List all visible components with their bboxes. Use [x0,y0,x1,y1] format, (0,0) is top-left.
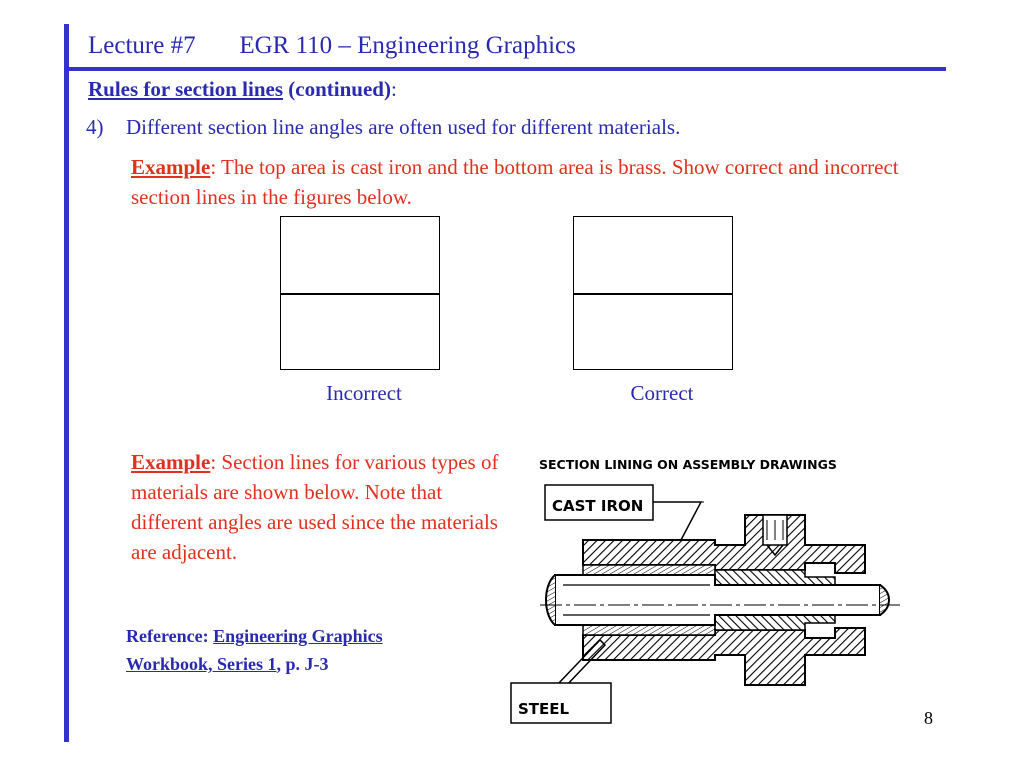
correct-caption: Correct [630,381,694,405]
reference-suffix: , p. J-3 [276,654,329,674]
cast-iron-label-box [544,484,654,521]
drawing-heading: SECTION LINING ON ASSEMBLY DRAWINGS [539,457,837,472]
shaft-break-left [545,574,556,626]
lecture-number: Lecture #7 [88,32,196,59]
example-2-keyword: Example [131,450,211,474]
section-heading-underlined: Rules for section lines [88,77,284,101]
left-accent-bar [64,24,69,742]
section-heading-rest: (continued) [283,77,391,101]
inner-sleeve-top [714,569,836,586]
bushing-top [582,564,716,576]
reference-prefix: Reference: [126,626,214,646]
course-title: EGR 110 – Engineering Graphics [239,32,576,59]
incorrect-caption: Incorrect [326,381,402,405]
shaft-break-right [879,584,890,616]
rule-point: 4) Different section line angles are ofte… [86,115,680,140]
steel-leader [556,638,607,690]
header-divider [64,67,946,71]
assembly-drawing: SECTION LINING ON ASSEMBLY DRAWINGS CAST… [505,445,905,730]
bushing-bottom [582,624,716,636]
incorrect-figure-box [280,216,440,370]
incorrect-figure-divider [281,293,439,295]
cast-iron-housing-bottom [582,627,866,686]
example-2-text: : Section lines for various types of mat… [131,450,499,564]
correct-figure-divider [574,293,732,295]
rule-point-number: 4) [86,115,104,139]
correct-figure-box [573,216,733,370]
assembly-drawing-svg: SECTION LINING ON ASSEMBLY DRAWINGS CAST… [510,457,900,724]
inner-sleeve-bottom [714,614,836,631]
rule-point-text: Different section line angles are often … [126,115,681,139]
page-number: 8 [924,708,933,728]
example-2: Example: Section lines for various types… [131,447,511,567]
steel-label: STEEL [518,700,570,718]
section-heading-colon: : [390,77,397,101]
reference-title-line2: Workbook, Series 1 [126,654,277,674]
reference-title-line1: Engineering Graphics [213,626,383,646]
example-1-keyword: Example [131,155,211,179]
steel-label-box [510,682,612,724]
cast-iron-label: CAST IRON [552,497,643,515]
example-1-text: : The top area is cast iron and the bott… [131,155,899,209]
cast-iron-leader [653,501,703,541]
example-1: Example: The top area is cast iron and t… [131,152,951,212]
slide-title: Lecture #7 EGR 110 – Engineering Graphic… [88,32,576,60]
section-heading: Rules for section lines (continued): [88,77,397,102]
